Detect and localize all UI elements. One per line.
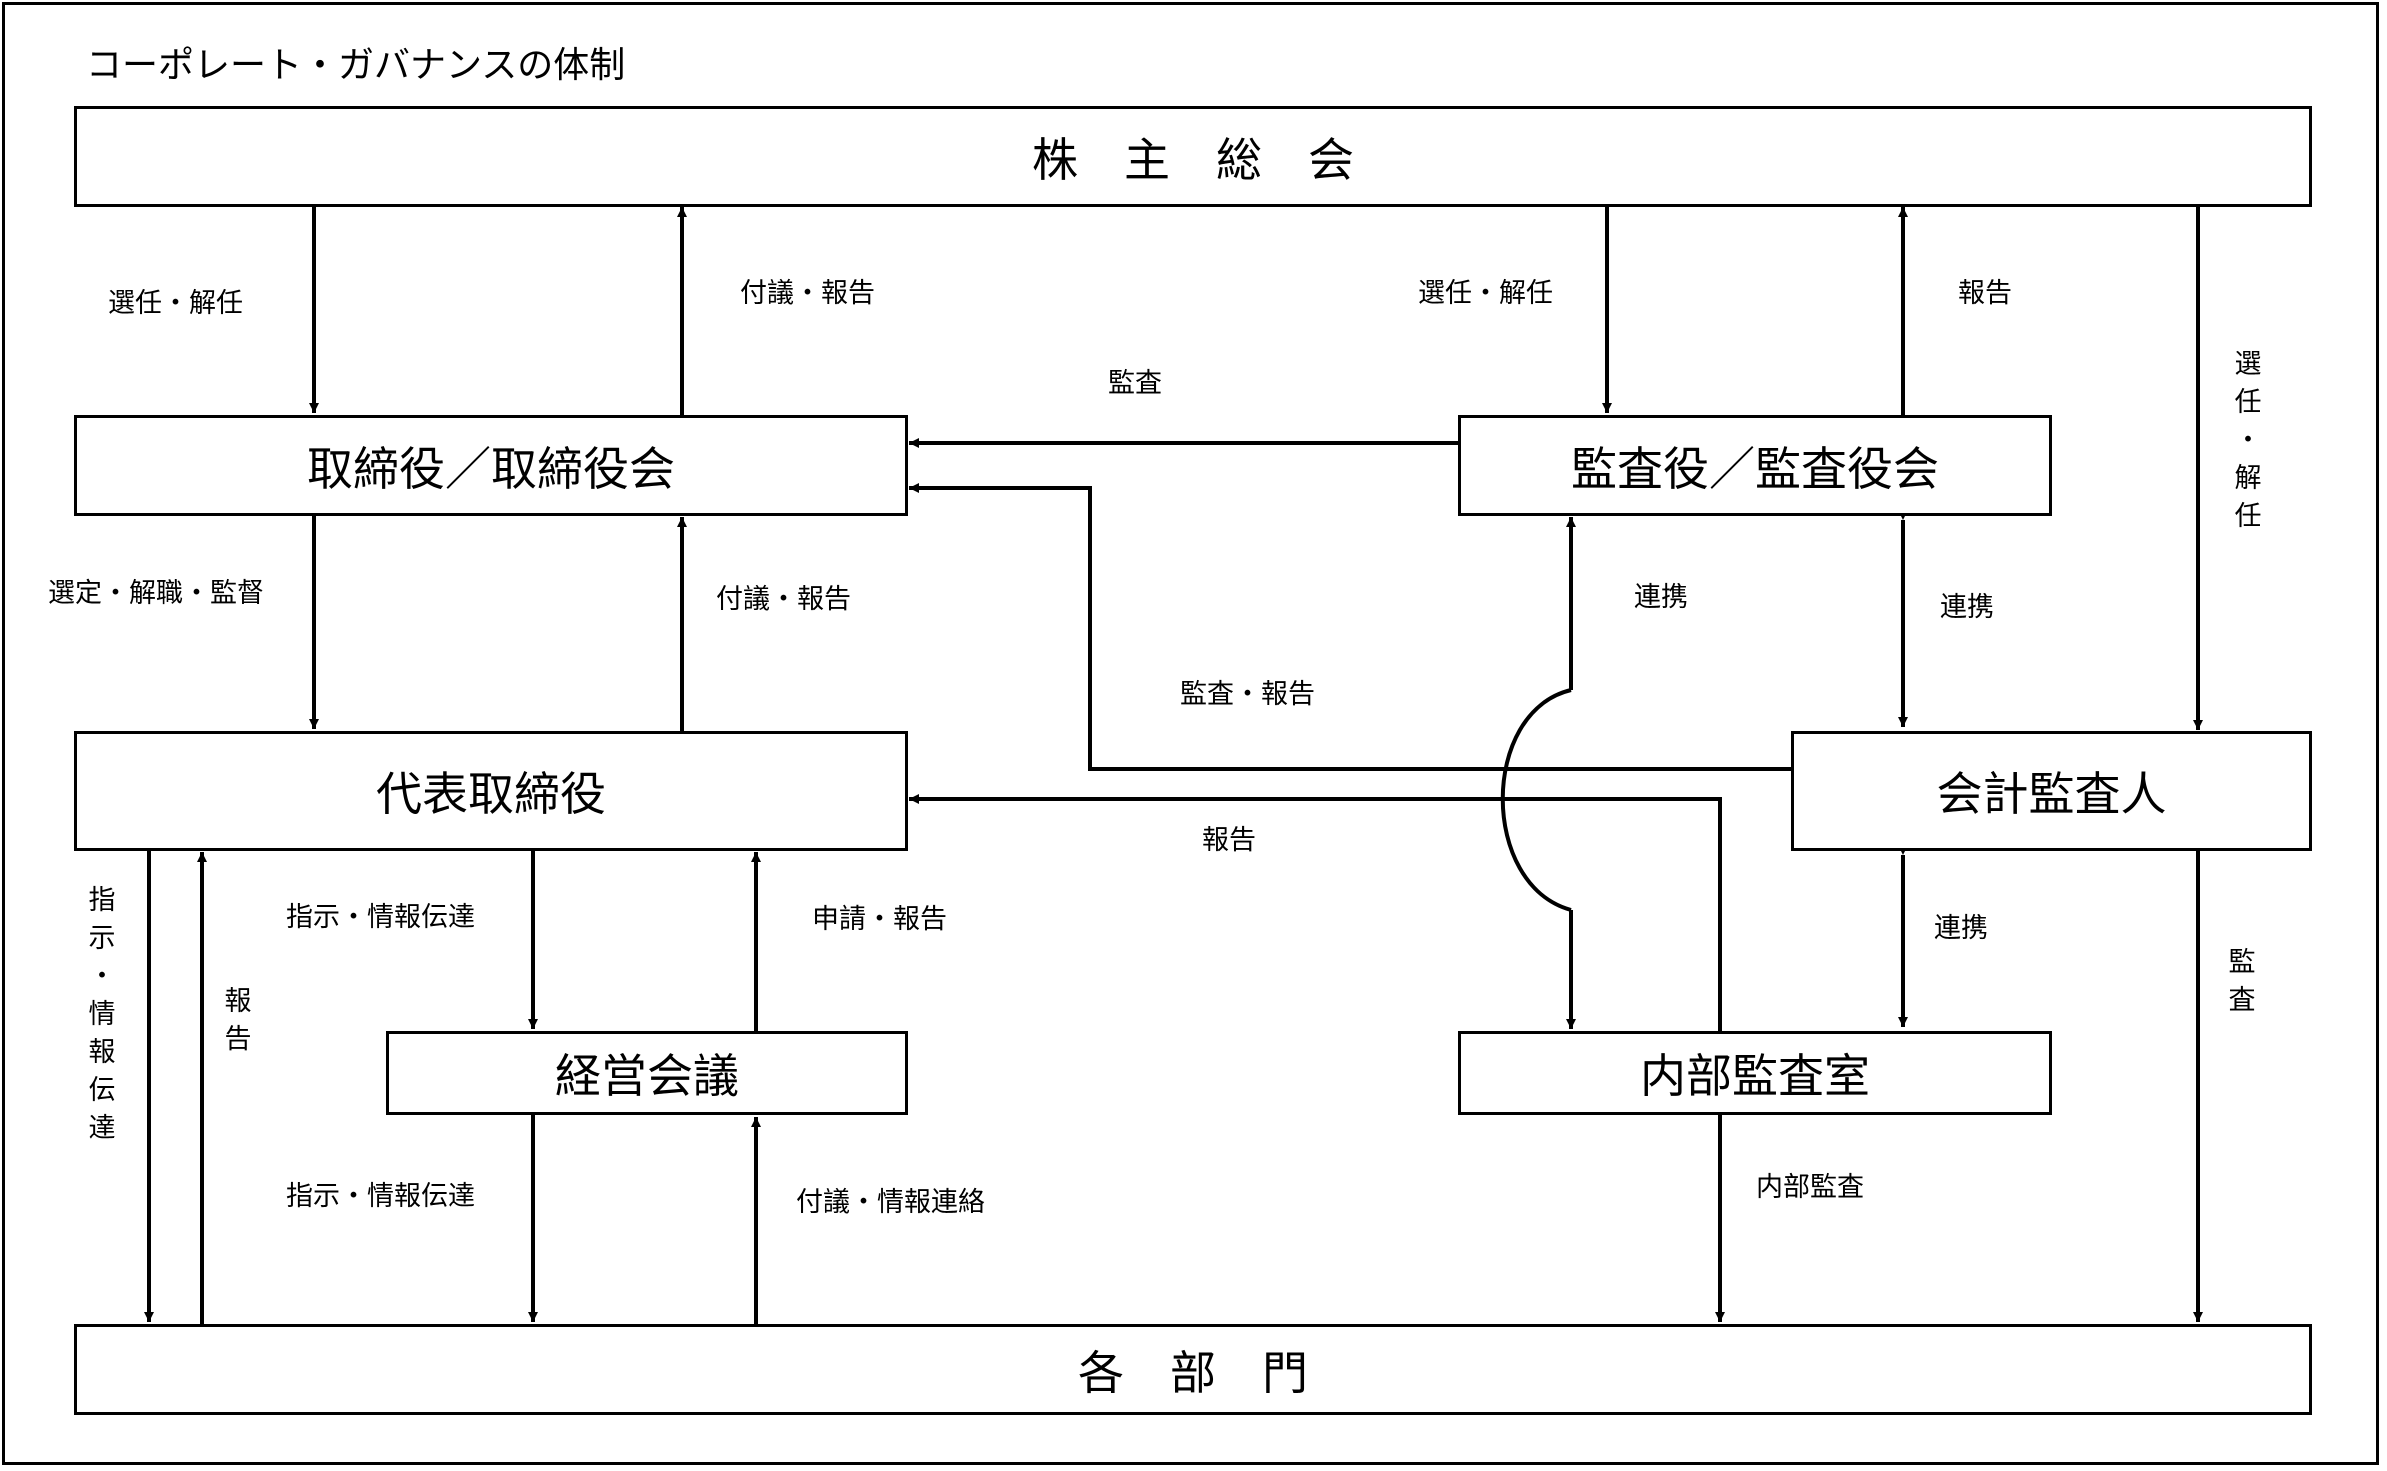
arrow-accounting-auditor-to-board [909, 483, 1793, 771]
box-accounting-auditor: 会計監査人 [1791, 731, 2312, 851]
box-internal-audit-office: 内部監査室 [1458, 1031, 2052, 1115]
box-representative-director-label: 代表取締役 [376, 767, 606, 821]
label-rep-to-board: 付議・報告 [716, 584, 851, 615]
label-meeting-to-depts: 指示・情報伝達 [286, 1181, 475, 1212]
arrow-internal-to-representative [909, 794, 1722, 1031]
label-auditors-to-sh: 報告 [1958, 278, 2012, 309]
box-auditors: 監査役／監査役会 [1458, 415, 2052, 516]
label-meeting-to-rep: 申請・報告 [812, 904, 947, 935]
box-auditors-label: 監査役／監査役会 [1571, 441, 1939, 496]
label-auditors-audit-board: 監査 [1108, 368, 1162, 399]
label-auditors-accounting-link: 連携 [1940, 592, 1994, 623]
label-board-to-rep: 選定・解職・監督 [48, 578, 264, 609]
label-depts-to-rep: 報 告 [224, 986, 252, 1055]
label-accounting-to-depts: 監 査 [2228, 947, 2256, 1016]
label-depts-to-meeting: 付議・情報連絡 [796, 1187, 985, 1218]
label-sh-to-auditors: 選任・解任 [1418, 278, 1553, 309]
label-accounting-audit-report: 監査・報告 [1180, 679, 1315, 710]
box-departments: 各 部 門 [74, 1324, 2312, 1415]
box-representative-director: 代表取締役 [74, 731, 908, 851]
box-shareholders-meeting: 株 主 総 会 [74, 106, 2312, 207]
box-accounting-auditor-label: 会計監査人 [1936, 767, 2167, 821]
diagram-title: コーポレート・ガバナンスの体制 [86, 45, 626, 86]
box-internal-audit-office-label: 内部監査室 [1640, 1049, 1870, 1103]
label-internal-audit-depts: 内部監査 [1756, 1172, 1864, 1203]
label-internal-report-rep: 報告 [1202, 825, 1256, 856]
box-shareholders-meeting-label: 株 主 総 会 [1032, 132, 1354, 187]
box-management-meeting: 経営会議 [386, 1031, 908, 1115]
label-accounting-internal-link: 連携 [1934, 913, 1988, 944]
label-board-to-sh: 付議・報告 [740, 278, 875, 309]
box-departments-label: 各 部 門 [1078, 1345, 1308, 1400]
label-sh-to-board: 選任・解任 [108, 288, 243, 319]
label-auditors-internal-link: 連携 [1634, 582, 1688, 613]
box-board-of-directors-label: 取締役／取締役会 [307, 441, 675, 496]
box-management-meeting-label: 経営会議 [555, 1049, 739, 1103]
label-rep-to-depts: 指 示 ・ 情 報 伝 達 [88, 885, 116, 1144]
box-board-of-directors: 取締役／取締役会 [74, 415, 908, 516]
label-sh-to-accounting: 選 任 ・ 解 任 [2234, 349, 2262, 532]
label-rep-to-meeting: 指示・情報伝達 [286, 902, 475, 933]
